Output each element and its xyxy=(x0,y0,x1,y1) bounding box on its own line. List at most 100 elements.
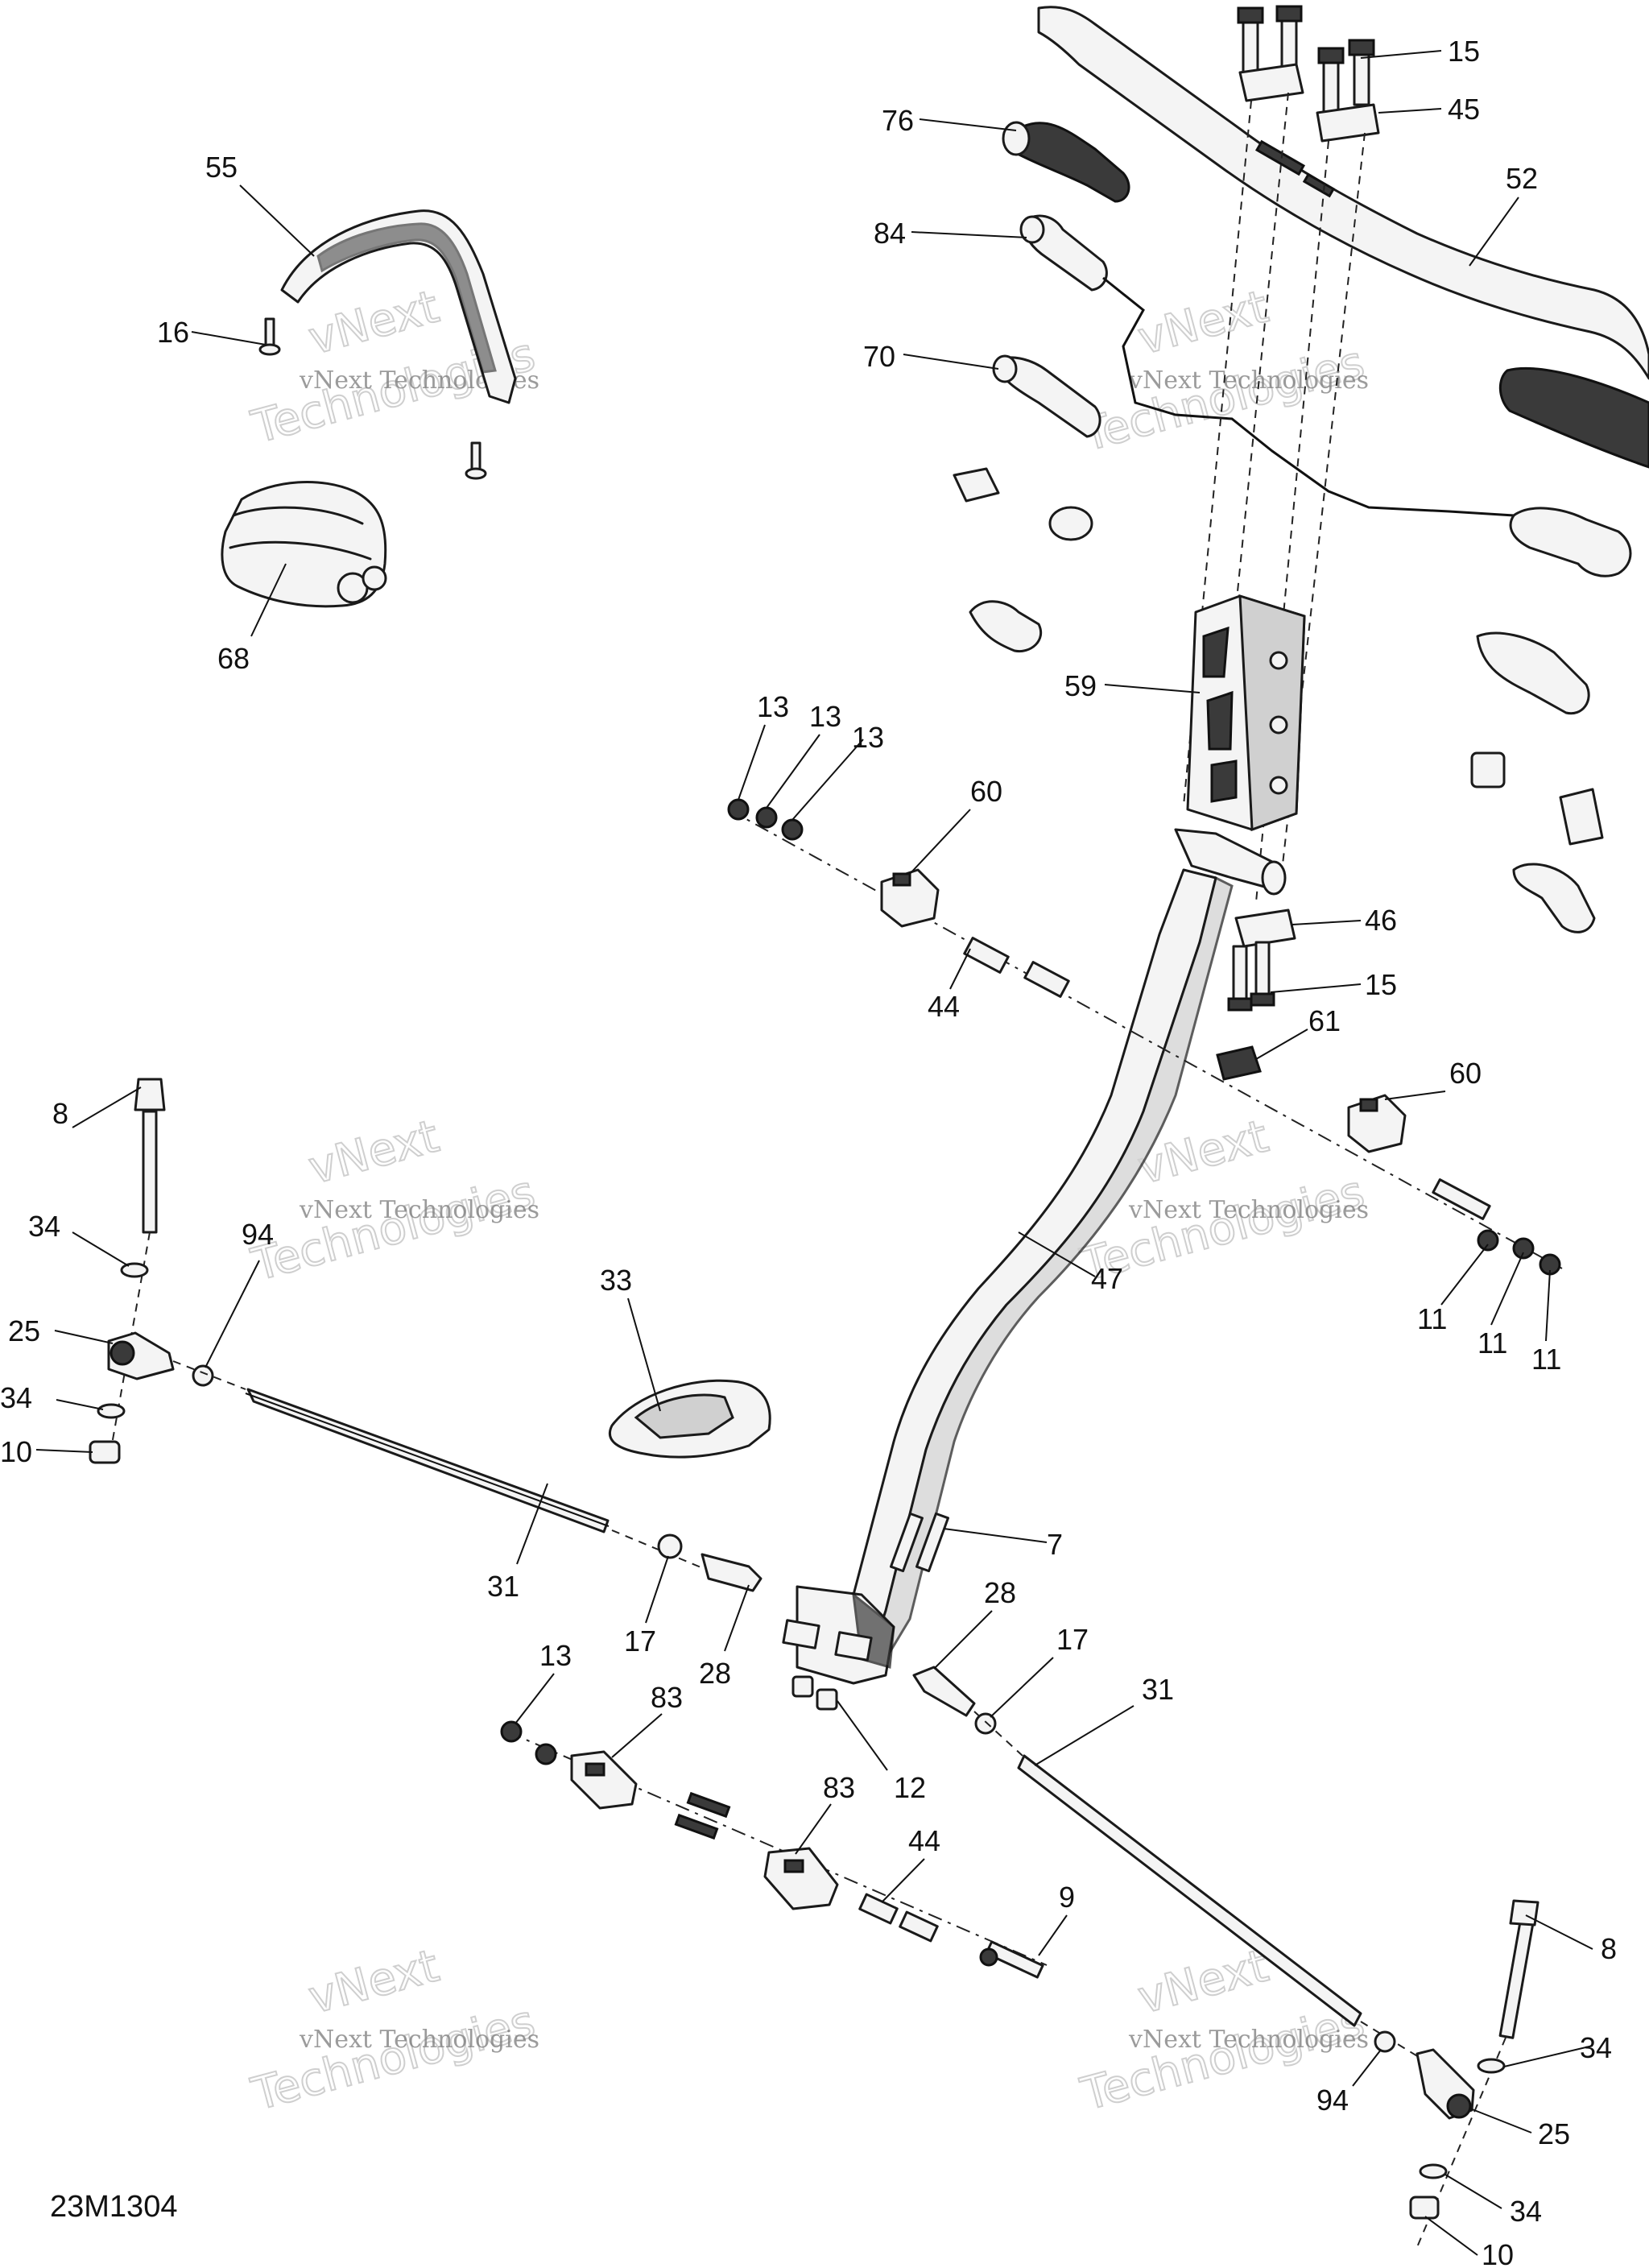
svg-text:vNext Technologies: vNext Technologies xyxy=(1128,1196,1369,1224)
part-60-cable-end-lower xyxy=(1347,1094,1407,1153)
svg-text:vNext Technologies: vNext Technologies xyxy=(299,1196,539,1224)
part-52-handlebar xyxy=(1037,6,1649,380)
part-60-cable-end-upper xyxy=(880,868,940,928)
callout-10-right: 10 xyxy=(1482,2238,1514,2268)
centerline-left-rod xyxy=(172,1360,246,1390)
svg-text:vNext: vNext xyxy=(304,1110,444,1194)
part-13-nuts-upper xyxy=(727,798,804,841)
svg-text:vNext: vNext xyxy=(1133,1939,1274,2024)
callout-7: 7 xyxy=(1047,1528,1063,1561)
callout-34-right-top: 34 xyxy=(1580,2031,1612,2064)
part-44-tube-lower xyxy=(858,1893,939,1943)
callout-83-upper: 83 xyxy=(651,1681,683,1714)
callout-44-upper: 44 xyxy=(928,990,960,1023)
part-34-washer-left-top xyxy=(120,1262,149,1278)
part-28-tie-rod-end-inner-right xyxy=(912,1666,976,1717)
part-55-hand-grip xyxy=(280,209,517,404)
callout-34-left-bottom: 34 xyxy=(0,1381,32,1414)
part-34-washer-right-bottom xyxy=(1419,2163,1448,2179)
part-16-rivet xyxy=(258,317,487,480)
centerline-upper xyxy=(728,809,1563,1269)
part-17-jam-nut-left xyxy=(657,1533,683,1559)
part-10-nut-right xyxy=(1409,2196,1440,2220)
callout-55: 55 xyxy=(205,151,238,184)
callout-44-lower: 44 xyxy=(908,1824,940,1857)
callout-31-left: 31 xyxy=(487,1570,519,1603)
callout-8-left: 8 xyxy=(52,1097,68,1130)
callout-28-left: 28 xyxy=(699,1657,731,1690)
callout-45: 45 xyxy=(1448,93,1480,126)
centerline-left-bolt xyxy=(109,1231,151,1459)
callout-11-a: 11 xyxy=(1417,1302,1447,1335)
callout-33: 33 xyxy=(600,1264,632,1297)
leader-lines xyxy=(35,50,1593,2256)
callout-15-top: 15 xyxy=(1448,35,1480,68)
svg-text:Technologies: Technologies xyxy=(246,1166,540,1292)
part-31-tie-rod-right xyxy=(1017,1754,1362,2027)
svg-text:Technologies: Technologies xyxy=(246,1996,540,2121)
part-11-hardware-upper xyxy=(1432,1178,1561,1276)
part-70-sleeve xyxy=(992,354,1101,438)
callout-61: 61 xyxy=(1308,1004,1341,1037)
callout-25-right: 25 xyxy=(1538,2117,1570,2150)
watermark-mid-left: vNext Technologies vNext Technologies xyxy=(246,1109,541,1292)
part-76-grip-left xyxy=(1002,121,1130,203)
svg-text:vNext: vNext xyxy=(304,280,444,365)
callout-13-b: 13 xyxy=(809,700,841,733)
part-44-tube-upper xyxy=(963,937,1070,998)
callout-34-left-top: 34 xyxy=(28,1210,60,1243)
part-10-nut-left xyxy=(89,1440,121,1464)
watermark-top-right: vNext Technologies vNext Technologies xyxy=(1075,279,1370,462)
callout-10-left: 10 xyxy=(0,1435,32,1468)
part-8-bolt-right xyxy=(1498,1899,1539,2039)
part-25-tie-rod-end-right xyxy=(1415,2048,1475,2120)
part-94-jam-nut-right xyxy=(1374,2030,1396,2053)
callout-15-lower: 15 xyxy=(1365,968,1397,1001)
part-45-riser-clamp-top xyxy=(1238,63,1380,143)
part-13-nut-lower xyxy=(500,1720,557,1765)
part-47-steering-column xyxy=(782,828,1287,1685)
svg-text:vNext Technologies: vNext Technologies xyxy=(1128,366,1369,395)
callout-46: 46 xyxy=(1365,904,1397,937)
part-17-jam-nut-right xyxy=(974,1712,997,1735)
part-9-bolt xyxy=(979,1940,1044,1979)
callout-17-left: 17 xyxy=(624,1624,656,1658)
part-28-tie-rod-end-inner-left xyxy=(701,1553,763,1592)
callout-13-lower: 13 xyxy=(539,1639,572,1672)
callout-13-c: 13 xyxy=(852,721,884,754)
callout-16: 16 xyxy=(157,316,189,349)
diagram-reference-number: 23M1304 xyxy=(50,2190,177,2224)
callout-83-lower: 83 xyxy=(823,1771,855,1804)
callout-84: 84 xyxy=(874,217,906,250)
part-83-cable-end-upper xyxy=(570,1750,638,1810)
part-84-heated-grip-element xyxy=(1019,214,1547,525)
part-shims-lower xyxy=(674,1791,731,1840)
svg-text:vNext Technologies: vNext Technologies xyxy=(1128,2026,1369,2054)
callout-28-right: 28 xyxy=(984,1576,1016,1609)
part-15-riser-bolts-lower xyxy=(1227,941,1275,1012)
part-59-riser-block xyxy=(1186,594,1306,832)
part-small-sleeves xyxy=(953,467,1604,933)
callout-76: 76 xyxy=(882,104,914,137)
callout-94-right: 94 xyxy=(1316,2084,1349,2117)
callout-13-a: 13 xyxy=(757,690,789,723)
callout-11-b: 11 xyxy=(1477,1326,1507,1360)
callout-60-lower: 60 xyxy=(1449,1057,1482,1090)
svg-text:Technologies: Technologies xyxy=(1076,337,1370,462)
watermark-bottom-left: vNext Technologies vNext Technologies xyxy=(246,1939,541,2121)
centerline-left-end xyxy=(611,1529,709,1571)
part-94-jam-nut-left xyxy=(192,1364,214,1387)
callout-34-right-bottom: 34 xyxy=(1510,2195,1542,2228)
callout-31-right: 31 xyxy=(1142,1673,1174,1706)
callout-70: 70 xyxy=(863,340,895,373)
part-12-nuts xyxy=(791,1675,838,1711)
part-46-riser-clamp-lower xyxy=(1234,908,1296,948)
svg-text:vNext: vNext xyxy=(304,1939,444,2024)
callout-9: 9 xyxy=(1059,1881,1075,1914)
callout-60-upper: 60 xyxy=(970,775,1002,808)
callout-12: 12 xyxy=(894,1771,926,1804)
part-grip-right xyxy=(1498,366,1649,469)
svg-text:vNext Technologies: vNext Technologies xyxy=(299,2026,539,2054)
part-sleeve-right-upper xyxy=(1509,507,1632,577)
